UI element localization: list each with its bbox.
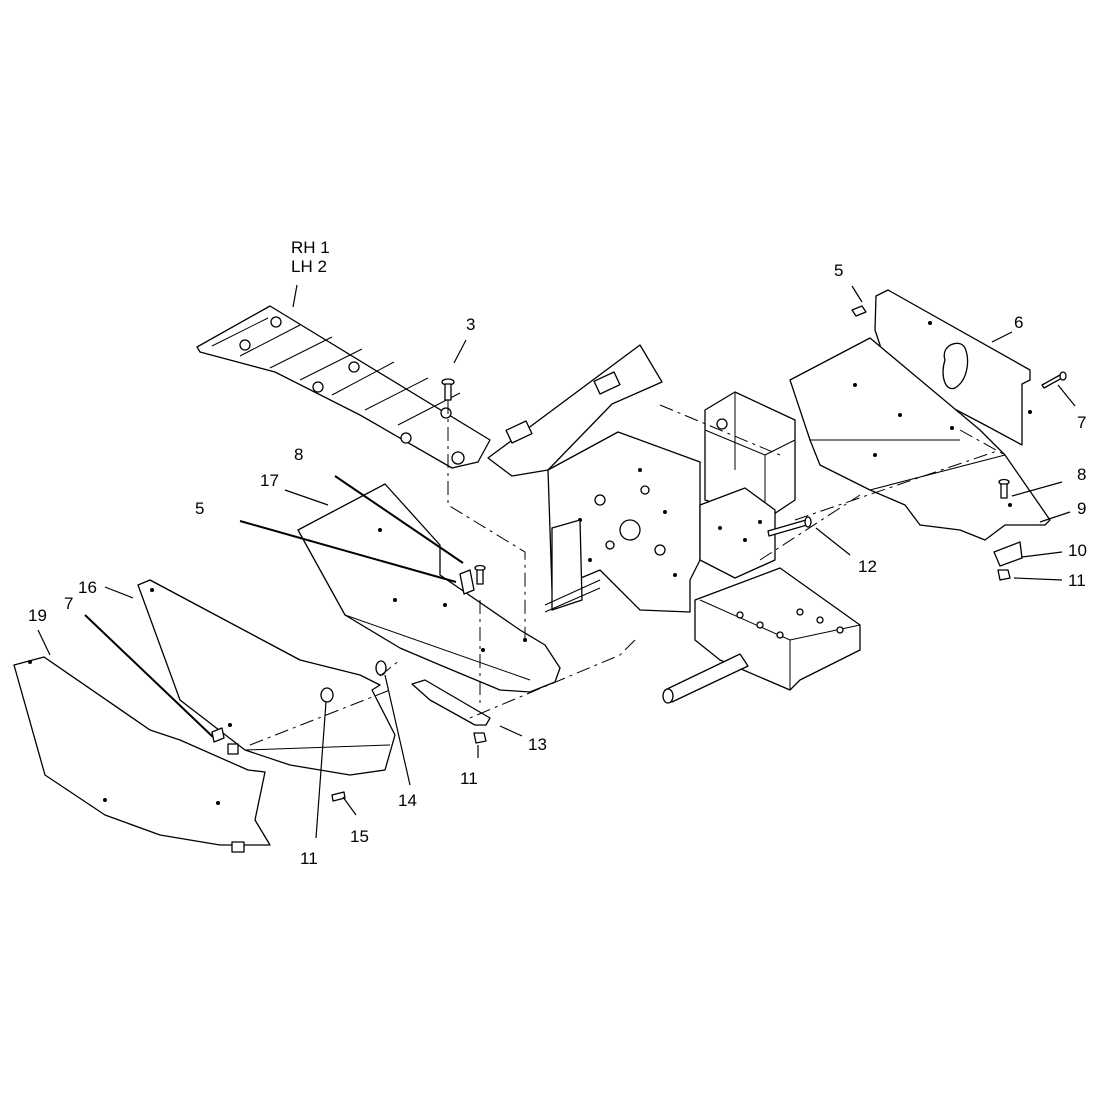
screw-7-left xyxy=(211,727,225,743)
label-11-mid: 11 xyxy=(460,769,478,788)
screw-7-right xyxy=(1041,371,1067,389)
bolt-3 xyxy=(441,378,455,401)
main-frame xyxy=(487,344,861,704)
bolt-12 xyxy=(767,516,812,537)
clip-5-top xyxy=(851,305,867,317)
label-10: 10 xyxy=(1068,541,1087,560)
label-5-left: 5 xyxy=(195,499,204,518)
label-15: 15 xyxy=(350,827,369,846)
label-16: 16 xyxy=(78,578,97,597)
panel-19 xyxy=(13,656,271,853)
label-3: 3 xyxy=(466,315,475,334)
bolt-8-left xyxy=(474,564,486,585)
nut-11-mid xyxy=(473,732,487,744)
label-7-right: 7 xyxy=(1077,413,1086,432)
label-13: 13 xyxy=(528,735,547,754)
footrest-panel xyxy=(196,305,491,469)
label-lh-2: LH 2 xyxy=(291,257,327,276)
nut-11-left xyxy=(320,687,334,703)
label-9: 9 xyxy=(1077,499,1086,518)
callout-labels: RH 1 LH 2 3 5 6 7 8 9 10 11 12 8 17 5 16… xyxy=(28,238,1087,868)
panel-16 xyxy=(137,579,396,776)
bolt-15 xyxy=(331,791,346,802)
label-8-right: 8 xyxy=(1077,465,1086,484)
nut-11-right xyxy=(997,569,1011,581)
label-rh-1: RH 1 xyxy=(291,238,330,257)
label-14: 14 xyxy=(398,791,417,810)
bracket-10 xyxy=(993,541,1023,567)
label-5-top: 5 xyxy=(834,261,843,280)
label-11-left: 11 xyxy=(300,849,318,868)
label-12: 12 xyxy=(858,557,877,576)
label-7-left: 7 xyxy=(64,594,73,613)
upper-panel-6 xyxy=(874,289,1032,446)
label-11-right: 11 xyxy=(1068,571,1086,590)
assembly-lines xyxy=(249,400,1006,746)
floor-panel-9 xyxy=(789,337,1051,541)
clip-5-left xyxy=(459,569,475,595)
bolt-8-right xyxy=(998,478,1010,499)
leader-lines xyxy=(37,284,1076,839)
label-17: 17 xyxy=(260,471,279,490)
bracket-13 xyxy=(411,679,491,726)
label-8-left: 8 xyxy=(294,445,303,464)
panel-17 xyxy=(297,483,561,693)
label-6: 6 xyxy=(1014,313,1023,332)
label-19: 19 xyxy=(28,606,47,625)
